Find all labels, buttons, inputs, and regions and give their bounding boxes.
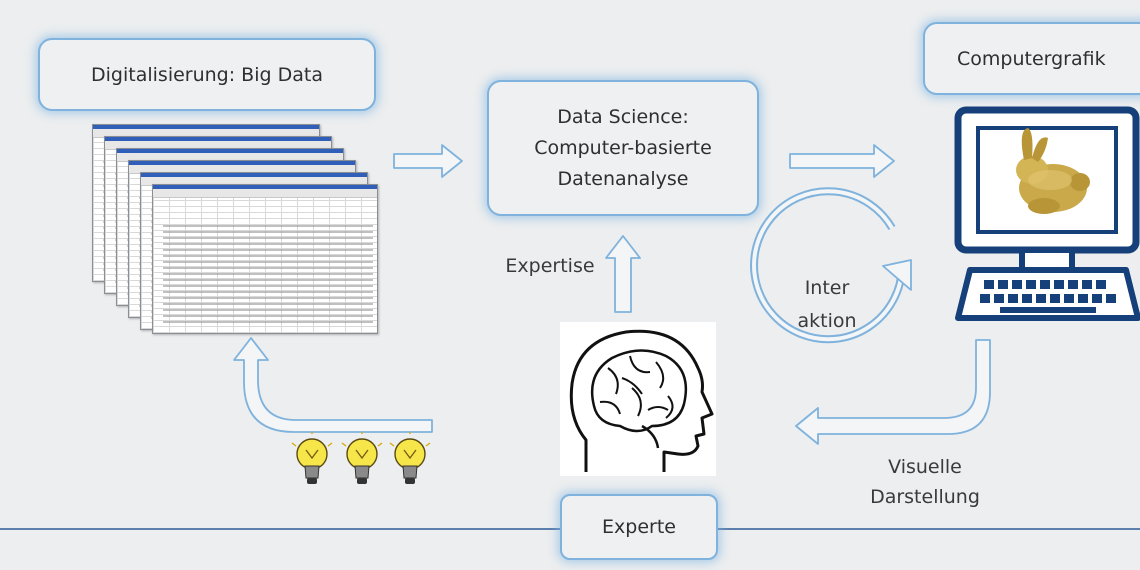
arrow-right-2 <box>790 145 894 177</box>
computer-icon <box>940 100 1140 340</box>
lightbulb-icon <box>342 432 382 484</box>
arrow-visual-display <box>796 340 990 444</box>
arrow-up-expertise <box>606 236 640 312</box>
lightbulb-icon <box>292 432 332 484</box>
cycle-arrow-icon <box>754 191 911 339</box>
lightbulb-icon <box>390 432 430 484</box>
arrow-bulbs-to-data <box>234 338 432 432</box>
lightbulb-group <box>286 432 436 496</box>
keyboard-icon <box>958 270 1138 318</box>
arrow-right-1 <box>394 145 462 177</box>
brain-head-icon <box>560 322 716 476</box>
